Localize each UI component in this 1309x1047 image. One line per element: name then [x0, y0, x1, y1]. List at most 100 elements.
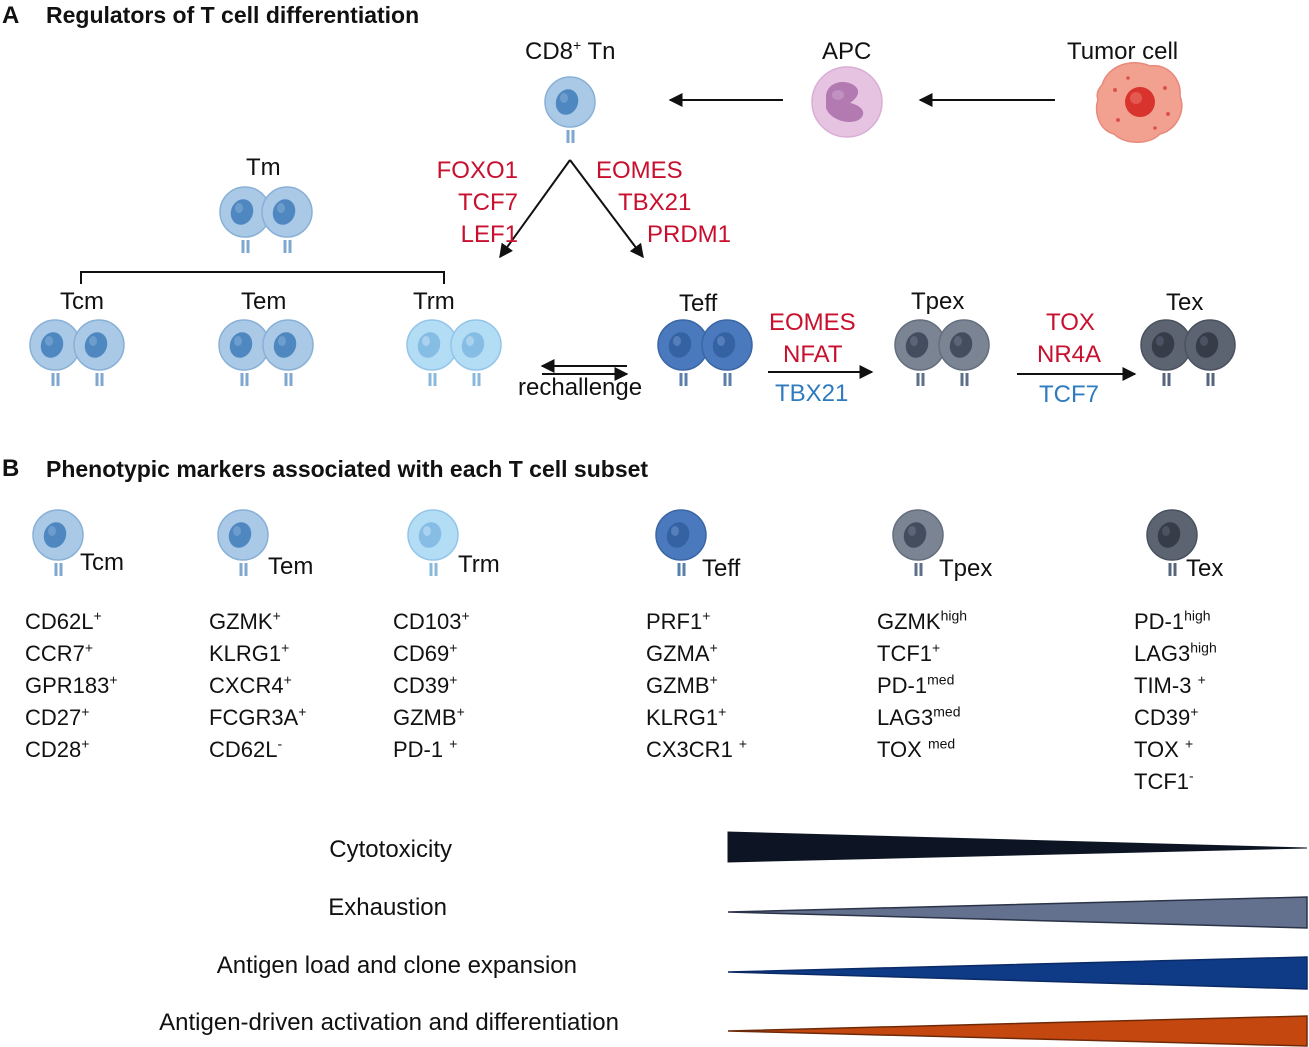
marker-item: PD-1high — [1134, 606, 1217, 638]
tn-to-memory-arrow — [499, 159, 571, 259]
trm-cell-icons — [406, 319, 502, 387]
marker-level: - — [277, 735, 283, 752]
marker-level: + — [709, 671, 718, 688]
tem-marker-list: GZMK+KLRG1+CXCR4+FCGR3A+CD62L- — [209, 606, 306, 766]
marker-item: PD-1 + — [393, 734, 470, 766]
marker-name: CD27 — [25, 705, 82, 730]
marker-name: KLRG1 — [209, 641, 282, 666]
marker-level: + — [449, 671, 458, 688]
teff-label: Teff — [679, 290, 718, 317]
panel-a-title: Regulators of T cell differentiation — [46, 2, 420, 28]
marker-name: CD103 — [393, 609, 462, 634]
tcm-subset-label: Tcm — [80, 549, 124, 576]
marker-name: FCGR3A — [209, 705, 299, 730]
marker-name: GZMA — [646, 641, 710, 666]
marker-item: GZMK+ — [209, 606, 306, 638]
teff-single-icon — [655, 509, 707, 577]
activation-wedge — [727, 1015, 1308, 1047]
marker-name: CD69 — [393, 641, 450, 666]
marker-level: + — [449, 639, 458, 656]
tcm-cell-icons — [29, 319, 125, 387]
rechallenge-arrows — [540, 359, 629, 381]
marker-level: + — [718, 703, 727, 720]
marker-name: KLRG1 — [646, 705, 719, 730]
teff-cell-icons — [657, 319, 753, 387]
tpex-cell-icons — [894, 319, 990, 387]
tex-label: Tex — [1166, 289, 1204, 316]
rechallenge-label: rechallenge — [518, 374, 643, 401]
teff-tpex-factor-eomes: EOMES — [769, 309, 856, 336]
gradient-label-activation: Antigen-driven activation and differenti… — [159, 1009, 619, 1036]
tem-single-icon — [217, 509, 269, 577]
trm-marker-list: CD103+CD69+CD39+GZMB+PD-1 + — [393, 606, 470, 766]
marker-name: CD62L — [209, 737, 278, 762]
marker-name: CCR7 — [25, 641, 85, 666]
marker-name: GZMB — [393, 705, 457, 730]
marker-level: + — [461, 607, 470, 624]
tm-cell-icons — [219, 186, 313, 254]
marker-name: PD-1 — [877, 673, 928, 698]
tem-cell-icons — [218, 319, 314, 387]
memory-factor-tcf7: TCF7 — [458, 189, 518, 216]
tpex-tex-factor-tcf7: TCF7 — [1039, 381, 1099, 408]
marker-name: TOX — [1134, 737, 1185, 762]
marker-name: CX3CR1 — [646, 737, 739, 762]
marker-item: KLRG1+ — [646, 702, 747, 734]
marker-name: CD39 — [1134, 705, 1191, 730]
memory-factor-foxo1: FOXO1 — [436, 157, 518, 184]
marker-name: TCF1 — [877, 641, 932, 666]
marker-item: TCF1- — [1134, 766, 1217, 798]
marker-name: CXCR4 — [209, 673, 284, 698]
marker-item: CD27+ — [25, 702, 118, 734]
tpex-subset-label: Tpex — [939, 555, 993, 582]
marker-level: med — [933, 703, 961, 720]
teff-tpex-factor-tbx21: TBX21 — [775, 380, 849, 407]
marker-item: GZMB+ — [646, 670, 747, 702]
trm-label: Trm — [413, 288, 455, 315]
panel-a-letter: A — [2, 2, 20, 29]
marker-item: CD62L+ — [25, 606, 118, 638]
apc-cell-icon — [811, 66, 883, 138]
cytotoxicity-wedge — [727, 831, 1308, 863]
marker-level: + — [283, 671, 292, 688]
marker-level: high — [940, 607, 968, 624]
trm-single-icon — [407, 509, 459, 577]
tm-label: Tm — [246, 154, 281, 181]
marker-name: GZMK — [877, 609, 941, 634]
marker-item: GZMB+ — [393, 702, 470, 734]
apc-label: APC — [822, 38, 872, 65]
panel-b-title: Phenotypic markers associated with each … — [46, 456, 649, 482]
marker-level: + — [702, 607, 711, 624]
tpex-tex-factor-nr4a: NR4A — [1037, 341, 1102, 368]
memory-subset-bracket — [80, 271, 445, 284]
exhaustion-wedge — [727, 896, 1308, 929]
marker-level: + — [298, 703, 307, 720]
teff-tpex-factor-nfat: NFAT — [783, 341, 843, 368]
marker-name: TOX — [877, 737, 928, 762]
marker-item: PRF1+ — [646, 606, 747, 638]
teff-marker-list: PRF1+GZMA+GZMB+KLRG1+CX3CR1 + — [646, 606, 747, 766]
effector-factor-prdm1: PRDM1 — [647, 221, 732, 248]
marker-name: CD39 — [393, 673, 450, 698]
marker-name: PD-1 — [393, 737, 450, 762]
marker-level: high — [1184, 607, 1211, 624]
effector-factor-eomes: EOMES — [596, 157, 683, 184]
tex-cell-icons — [1140, 319, 1236, 387]
trm-subset-label: Trm — [458, 551, 500, 578]
marker-item: CD39+ — [1134, 702, 1217, 734]
marker-item: PD-1med — [877, 670, 967, 702]
marker-level: + — [1184, 735, 1194, 752]
marker-level: med — [927, 735, 956, 752]
marker-level: + — [738, 735, 748, 752]
marker-item: CD62L- — [209, 734, 306, 766]
tex-subset-label: Tex — [1186, 555, 1224, 582]
marker-item: TOX + — [1134, 734, 1217, 766]
tn-label: CD8+ Tn — [525, 37, 616, 65]
marker-level: - — [1189, 767, 1194, 784]
marker-name: TCF1 — [1134, 769, 1189, 794]
marker-level: + — [81, 735, 90, 752]
marker-item: TCF1+ — [877, 638, 967, 670]
marker-level: high — [1190, 639, 1217, 656]
